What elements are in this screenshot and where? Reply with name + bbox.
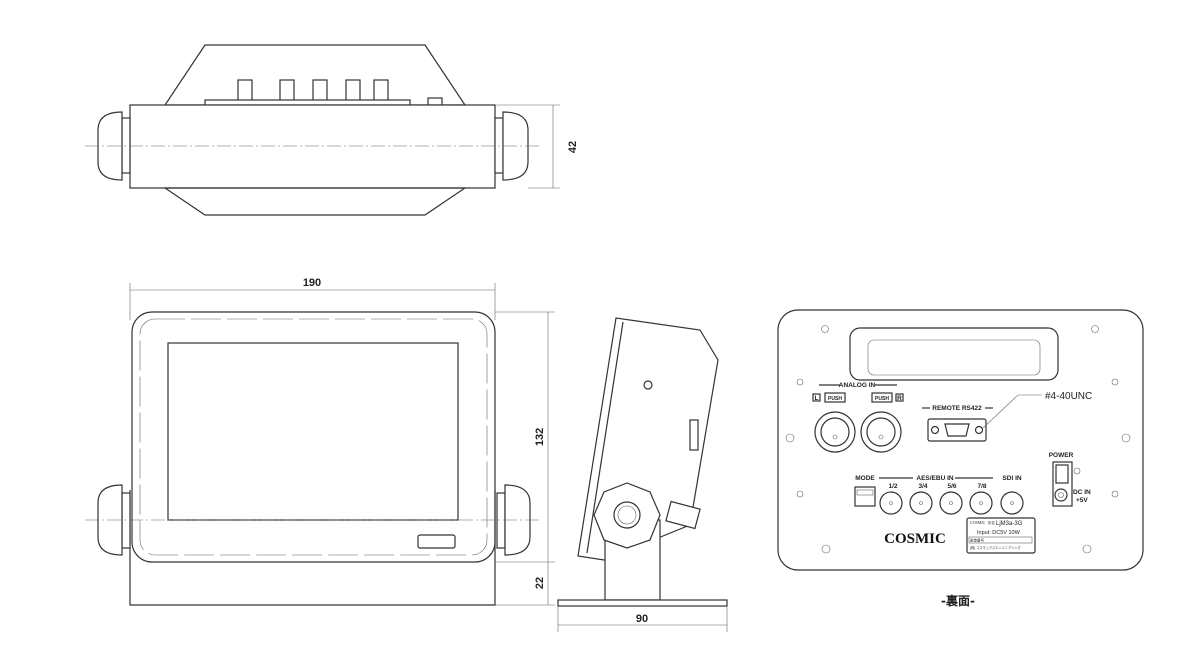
power-switch	[1055, 464, 1069, 484]
label-left: L	[815, 395, 819, 402]
dimension-stand-height: 22	[534, 577, 546, 589]
label-aes-ebu-in: AES/EBU IN	[916, 475, 954, 482]
xlr-connector-right	[860, 411, 902, 453]
side-view: 90	[557, 317, 728, 632]
dimension-width-front: 190	[303, 277, 321, 289]
top-view-body	[129, 104, 496, 189]
side-base	[557, 599, 728, 607]
rear-view: ANALOG IN L PUSH PUSH R REMOTE RS422 #4-…	[777, 309, 1144, 608]
top-view-lower-housing	[163, 187, 467, 216]
front-view: 190 132 22	[85, 277, 555, 606]
label-dc-voltage: +5V	[1076, 497, 1088, 504]
nameplate-serial-label: 製造番号	[970, 538, 984, 543]
label-channel-7-8: 7/8	[977, 483, 986, 490]
mode-dip-switch	[854, 486, 876, 507]
label-sdi-in: SDI IN	[1002, 475, 1021, 482]
screw-markers	[785, 325, 1131, 554]
label-mode: MODE	[855, 475, 875, 482]
xlr-connector-left	[814, 411, 856, 453]
nameplate-brand: COSMIC	[970, 520, 986, 525]
brand-logo: COSMIC	[884, 531, 946, 547]
label-remote-rs422: REMOTE RS422	[932, 405, 982, 412]
dimension-depth-side: 90	[636, 613, 648, 625]
label-channel-5-6: 5/6	[947, 483, 956, 490]
nameplate: COSMIC 形名 LjM3a-3G Input: DC5V 10W 製造番号 …	[966, 517, 1036, 554]
rear-handle	[849, 327, 1059, 381]
nameplate-model-label: 形名	[988, 520, 995, 525]
top-view: 42	[85, 44, 579, 216]
db9-connector	[927, 418, 987, 442]
label-screw-spec: #4-40UNC	[1045, 391, 1092, 402]
label-power: POWER	[1049, 452, 1074, 459]
nameplate-input: Input: DC5V 10W	[977, 530, 1021, 536]
label-push-right: PUSH	[875, 396, 889, 402]
dc-in-jack	[1054, 488, 1068, 502]
label-channel-3-4: 3/4	[918, 483, 927, 490]
rear-view-caption: -裏面-	[941, 593, 975, 608]
label-dc-in: DC IN	[1073, 489, 1091, 496]
label-right: R	[897, 395, 902, 402]
nameplate-model: LjM3a-3G	[996, 521, 1023, 527]
front-screen	[167, 342, 459, 521]
label-push-left: PUSH	[828, 396, 842, 402]
knob-right-top	[494, 111, 529, 181]
dimension-height-front: 132	[534, 428, 546, 446]
nameplate-maker: (株) コスモックスエンジニアリング	[970, 545, 1022, 550]
knob-right-front	[496, 484, 531, 556]
front-logo-plate	[417, 534, 456, 549]
label-channel-1-2: 1/2	[888, 483, 897, 490]
label-analog-in: ANALOG IN	[839, 382, 876, 389]
bnc-connectors	[879, 491, 1024, 515]
dimension-height-top: 42	[567, 141, 579, 153]
top-connectors	[204, 79, 443, 106]
